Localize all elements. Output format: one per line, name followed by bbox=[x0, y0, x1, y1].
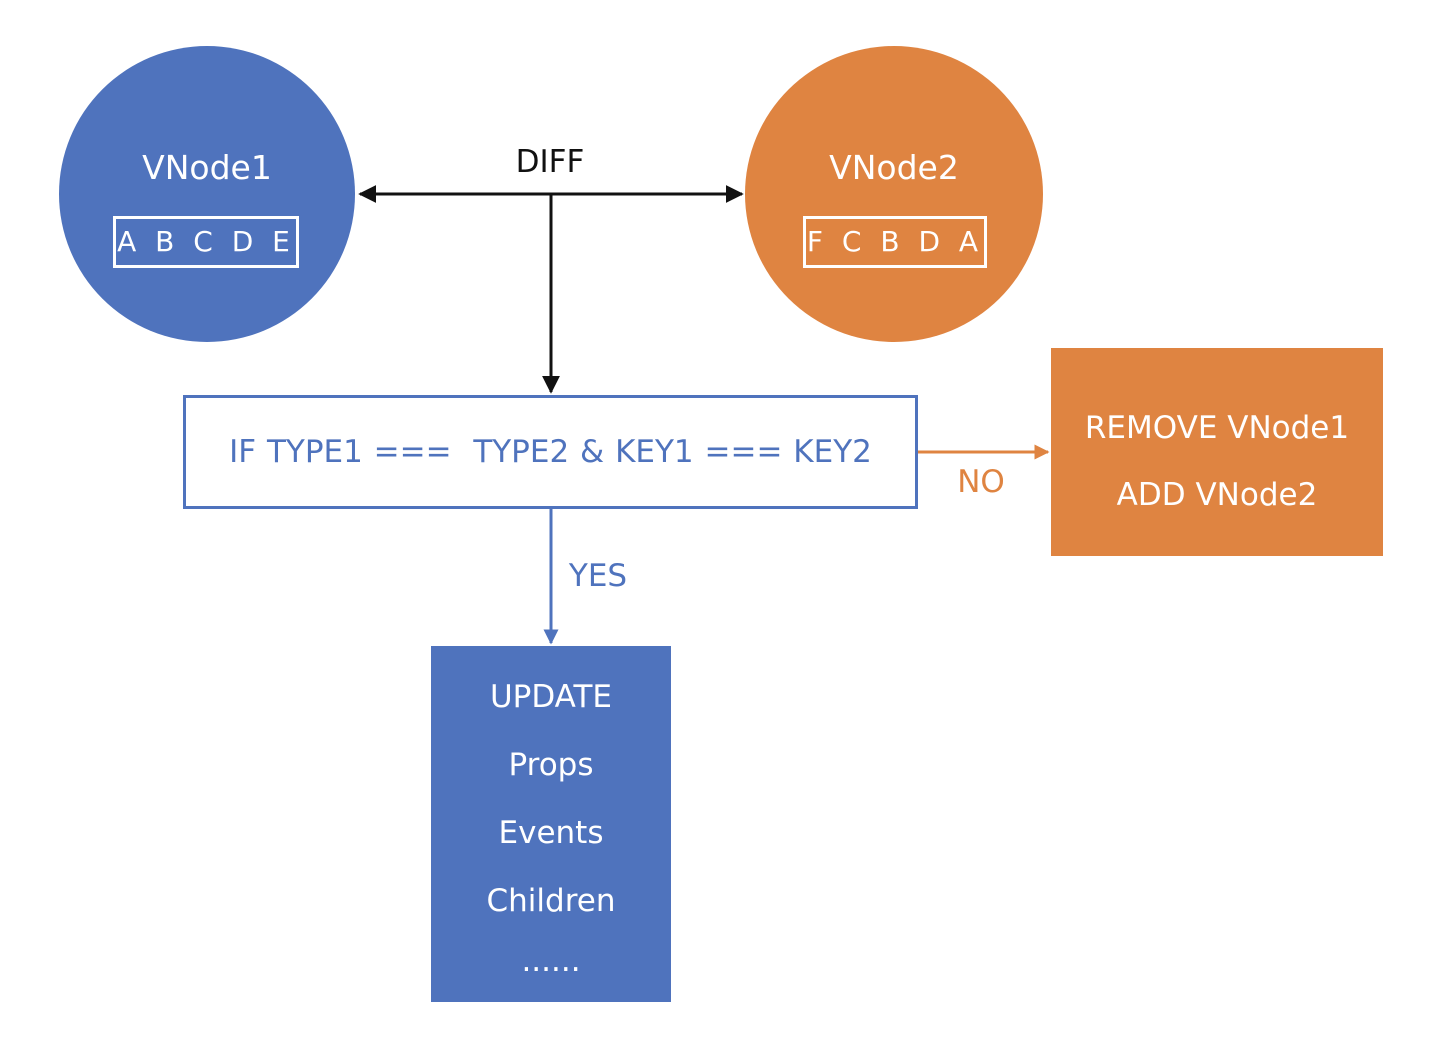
no-label: NO bbox=[957, 464, 1005, 500]
yes-label: YES bbox=[568, 558, 628, 594]
vnode1-circle: VNode1 A B C D E bbox=[59, 46, 355, 342]
vnode1-title: VNode1 bbox=[142, 148, 272, 187]
add-vnode2-text: ADD VNode2 bbox=[1116, 477, 1318, 513]
update-props-text: Props bbox=[508, 747, 594, 783]
remove-vnode1-text: REMOVE VNode1 bbox=[1084, 410, 1350, 446]
vnode2-keys-box: F C B D A bbox=[803, 216, 987, 268]
update-events-text: Events bbox=[498, 815, 604, 851]
update-children-text: Children bbox=[486, 883, 616, 919]
vnode2-title: VNode2 bbox=[829, 148, 959, 187]
update-ellipsis-text: ...... bbox=[521, 943, 581, 979]
diff-label: DIFF bbox=[515, 144, 585, 180]
vnode1-keys-box: A B C D E bbox=[113, 216, 299, 268]
vnode2-circle: VNode2 F C B D A bbox=[745, 46, 1043, 342]
condition-box: IF TYPE1 === TYPE2 & KEY1 === KEY2 bbox=[183, 395, 918, 509]
remove-add-box: REMOVE VNode1 ADD VNode2 bbox=[1051, 348, 1383, 556]
update-heading: UPDATE bbox=[489, 679, 613, 715]
update-box: UPDATE Props Events Children ...... bbox=[431, 646, 671, 1002]
